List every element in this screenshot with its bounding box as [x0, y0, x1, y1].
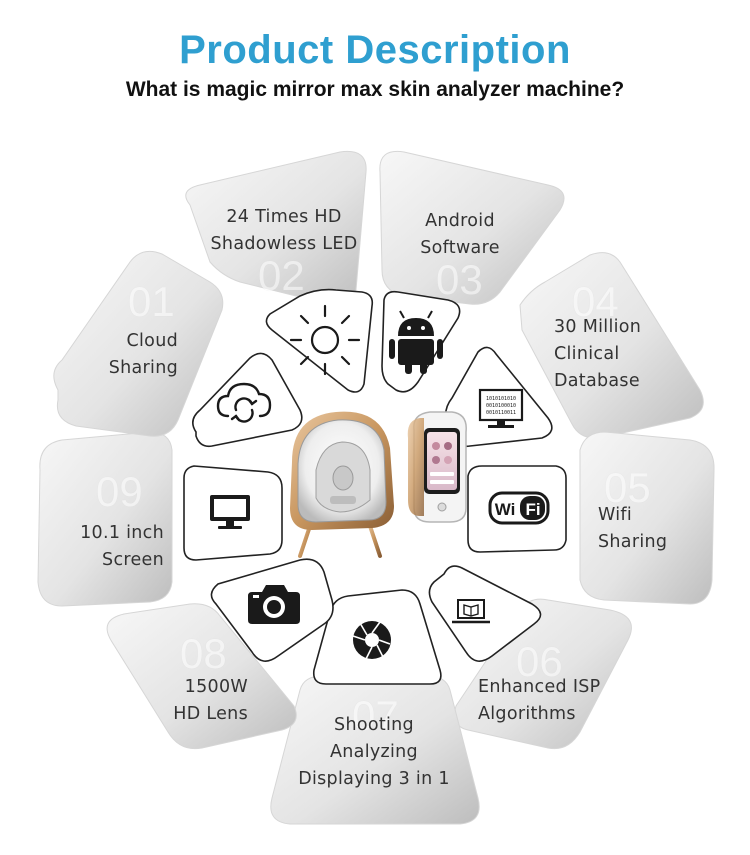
feature-label-03-line1: Android: [425, 211, 495, 231]
feature-number-08: 08: [180, 630, 227, 677]
feature-label-03: Android Software: [402, 208, 518, 262]
feature-label-03-line2: Software: [420, 238, 500, 258]
sun-icon: [289, 304, 361, 376]
cloud-sync-icon: [216, 382, 272, 423]
feature-label-09-line1: 10.1 inch: [80, 523, 164, 543]
tile-outer-03: [379, 150, 565, 305]
svg-text:Wi: Wi: [495, 500, 516, 519]
feature-number-04: 04: [572, 278, 619, 325]
tile-outer-09: [37, 431, 173, 607]
tile-outer-05: [579, 431, 715, 605]
aperture-icon: [352, 621, 391, 660]
feature-number-05: 05: [604, 464, 651, 511]
feature-label-02-line1: 24 Times HD: [226, 207, 342, 227]
feature-number-02: 02: [258, 252, 305, 299]
feature-label-08: 1500W HD Lens: [160, 674, 248, 728]
tablet-device: [407, 411, 467, 523]
tile-outer-02: [185, 150, 367, 306]
feature-number-09: 09: [96, 468, 143, 515]
feature-label-05-line1: Wifi: [598, 505, 633, 525]
feature-number-01: 01: [128, 278, 175, 325]
feature-label-06: Enhanced ISP Algorithms: [478, 674, 618, 728]
feature-label-01-line2: Sharing: [108, 358, 178, 378]
laptop-book-icon: [452, 599, 490, 624]
feature-label-05: Wifi Sharing: [598, 502, 698, 556]
feature-label-04-line2: Clinical: [554, 344, 620, 364]
android-icon: [389, 310, 443, 374]
feature-label-04: 30 Million Clinical Database: [554, 314, 674, 395]
feature-label-02: 24 Times HD Shadowless LED: [196, 204, 372, 258]
feature-label-07: Shooting Analyzing Displaying 3 in 1: [288, 712, 460, 793]
feature-number-03: 03: [436, 256, 483, 303]
binary-line-2: 0010100010: [486, 403, 516, 409]
feature-label-04-line1: 30 Million: [554, 317, 642, 337]
feature-number-07: 07: [352, 692, 399, 739]
wifi-icon: Wi Fi: [488, 491, 550, 525]
feature-label-08-line1: 1500W: [184, 677, 248, 697]
feature-label-05-line2: Sharing: [598, 532, 668, 552]
tile-outer-01: [53, 250, 224, 437]
feature-label-07-line1: Shooting: [334, 715, 414, 735]
tile-outer-04: [519, 252, 704, 439]
svg-text:Fi: Fi: [525, 500, 540, 519]
binary-line-3: 0010110011: [486, 410, 516, 416]
monitor-icon: [210, 495, 250, 529]
feature-label-09-line2: Screen: [102, 550, 164, 570]
feature-number-06: 06: [516, 638, 563, 685]
feature-label-08-line2: HD Lens: [173, 704, 248, 724]
feature-label-01: Cloud Sharing: [96, 328, 178, 382]
feature-label-04-line3: Database: [554, 371, 640, 391]
binary-line-1: 1010101010: [486, 396, 516, 402]
database-monitor-icon: 1010101010 0010100010 0010110011: [478, 388, 524, 428]
page-title: Product Description: [179, 28, 571, 72]
tile-outer-08: [106, 603, 297, 750]
feature-label-07-line3: Displaying 3 in 1: [298, 769, 450, 789]
feature-label-02-line2: Shadowless LED: [210, 234, 358, 254]
page-subtitle: What is magic mirror max skin analyzer m…: [125, 78, 625, 101]
feature-label-09: 10.1 inch Screen: [58, 520, 164, 574]
feature-label-01-line1: Cloud: [126, 331, 178, 351]
feature-label-06-line1: Enhanced ISP: [478, 677, 601, 697]
feature-label-07-line2: Analyzing: [330, 742, 418, 762]
feature-label-06-line2: Algorithms: [478, 704, 576, 724]
camera-icon: [248, 585, 300, 624]
tile-inner-02: [265, 288, 374, 393]
skin-analyzer-device: [290, 411, 394, 558]
